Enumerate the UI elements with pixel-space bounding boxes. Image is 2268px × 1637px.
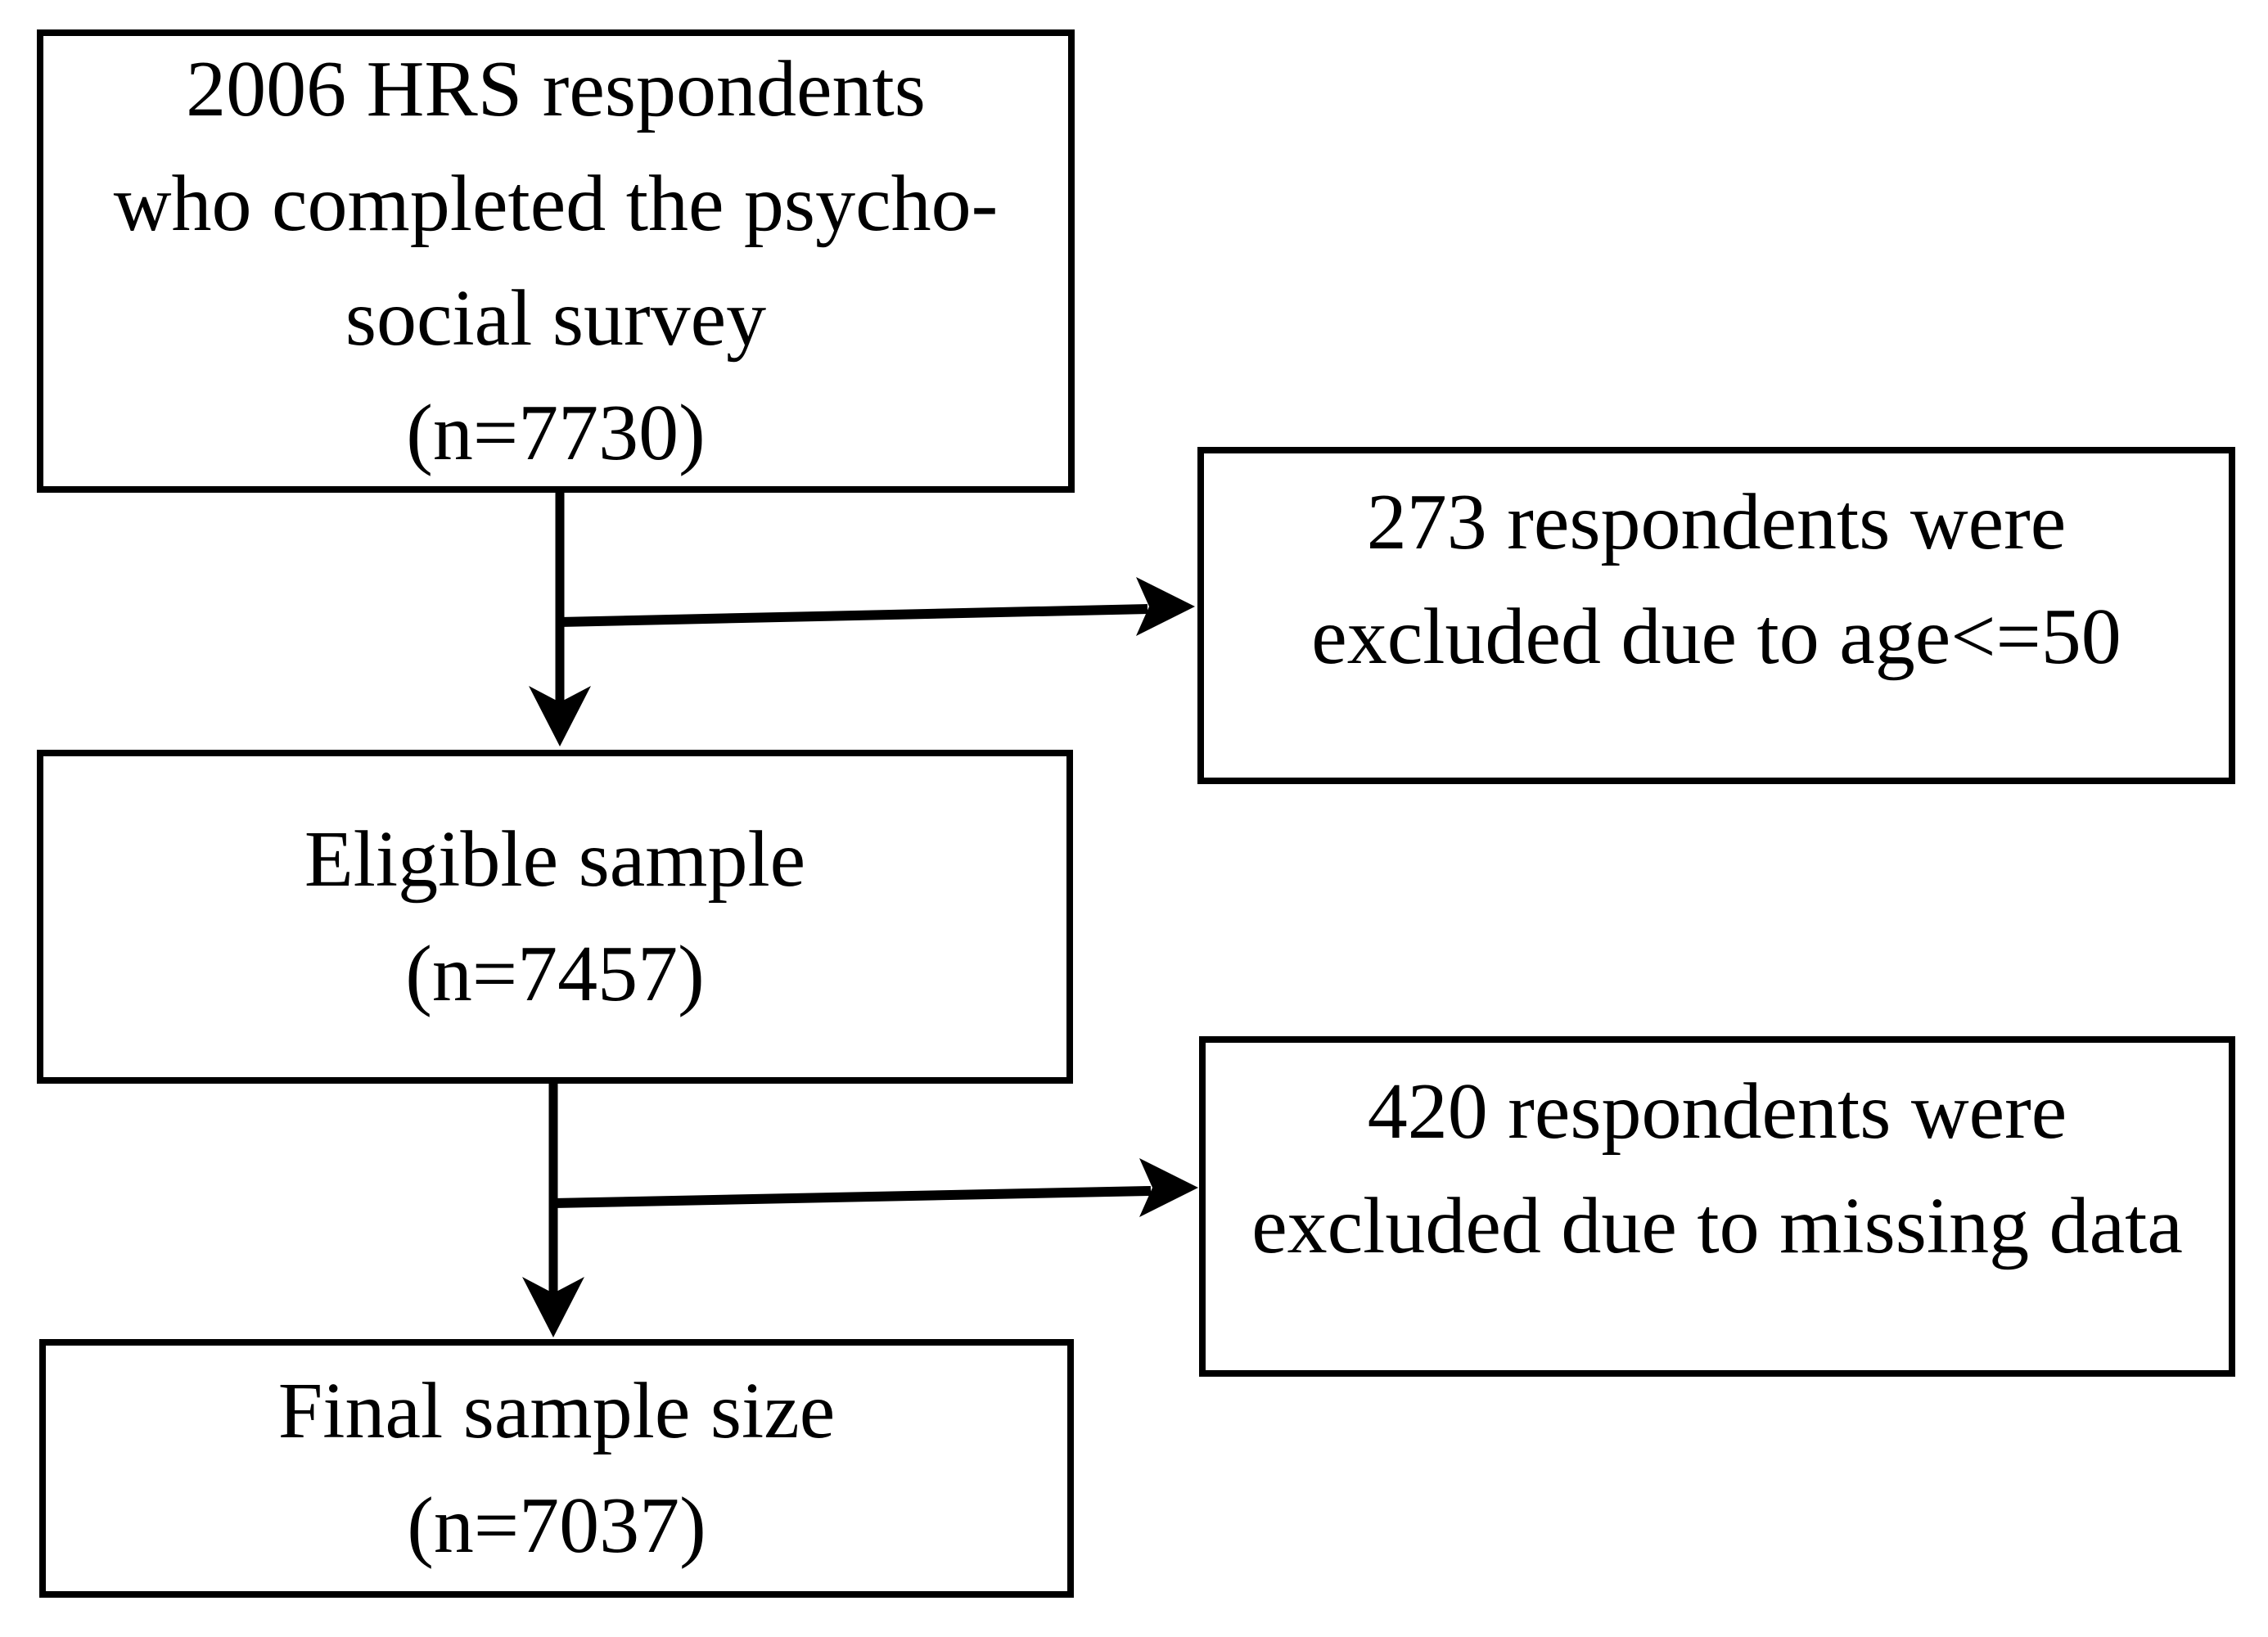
box-eligible-line-1: Eligible sample (304, 815, 806, 904)
box-survey: 2006 HRS respondents who completed the p… (37, 29, 1075, 493)
box-survey-line-2: who completed the psycho- (113, 160, 999, 248)
box-eligible: Eligible sample (n=7457) (37, 750, 1073, 1084)
box-excluded-age-line-2: excluded due to age<=50 (1311, 593, 2121, 681)
box-final-line-1: Final sample size (277, 1367, 836, 1455)
arrow-branch-to-excluded-age (559, 577, 1195, 636)
arrow-eligible-to-final (522, 1080, 584, 1337)
box-excluded-age: 273 respondents were excluded due to age… (1197, 447, 2235, 784)
arrow-survey-to-eligible (529, 489, 591, 746)
box-excluded-missing-line-2: excluded due to missing data (1251, 1182, 2183, 1270)
box-excluded-missing-line-1: 420 respondents were (1367, 1067, 2067, 1156)
box-eligible-count: (n=7457) (405, 930, 705, 1018)
box-survey-line-1: 2006 HRS respondents (186, 45, 926, 133)
box-final: Final sample size (n=7037) (39, 1339, 1074, 1598)
box-excluded-age-line-1: 273 respondents were (1366, 478, 2067, 566)
box-survey-line-3: social survey (345, 274, 767, 363)
box-survey-count: (n=7730) (406, 389, 706, 477)
box-excluded-missing: 420 respondents were excluded due to mis… (1199, 1036, 2235, 1377)
arrow-branch-to-excluded-missing (552, 1158, 1198, 1217)
box-final-count: (n=7037) (407, 1481, 706, 1570)
